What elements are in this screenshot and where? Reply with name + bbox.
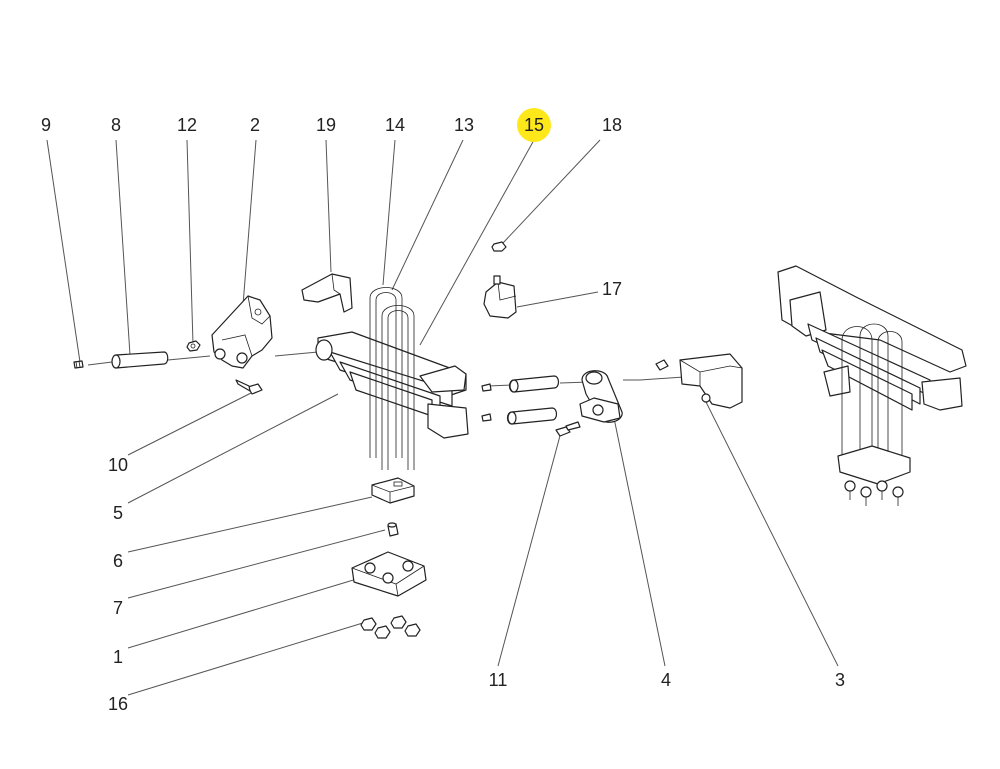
part-6-spacer	[371, 477, 415, 504]
callout-9[interactable]: 9	[41, 115, 51, 135]
leader-lines	[46, 139, 839, 696]
callout-highlight	[517, 108, 551, 142]
callout-19[interactable]: 19	[316, 115, 336, 135]
part-14-u-bolt	[369, 287, 403, 458]
callout-11[interactable]: 11	[489, 670, 508, 690]
callout-14[interactable]: 14	[385, 115, 405, 135]
callout-18[interactable]: 18	[602, 115, 622, 135]
callout-15[interactable]: 15	[524, 115, 544, 135]
part-2-front-bracket	[211, 295, 273, 369]
callout-8[interactable]: 8	[111, 115, 121, 135]
part-13-u-bolt	[381, 305, 415, 470]
part-9-bolt	[73, 360, 84, 369]
part-5-leaf-spring	[315, 331, 469, 439]
part-19-wedge	[301, 273, 353, 313]
callout-2[interactable]: 2	[250, 115, 260, 135]
callout-12[interactable]: 12	[177, 115, 197, 135]
callout-5[interactable]: 5	[113, 503, 123, 523]
callout-1[interactable]: 1	[113, 647, 123, 667]
callout-3[interactable]: 3	[835, 670, 845, 690]
part-15-bushings	[481, 375, 560, 425]
part-7-pin	[387, 522, 399, 537]
callout-10[interactable]: 10	[108, 455, 128, 475]
part-16-nuts	[360, 615, 421, 639]
part-10-bolt	[235, 379, 263, 395]
part-17-bump-stop	[483, 275, 517, 319]
part-1-clamp-plate	[351, 551, 427, 597]
part-3-rear-hanger	[655, 353, 743, 409]
part-11-bolt	[555, 421, 581, 437]
callout-4[interactable]: 4	[661, 670, 671, 690]
callout-17[interactable]: 17	[602, 279, 622, 299]
part-4-shackle	[579, 370, 623, 423]
part-8-bushing	[111, 351, 169, 369]
callout-6[interactable]: 6	[113, 551, 123, 571]
part-18-nut	[491, 241, 507, 252]
callout-labels: 9 8 12 2 19 14 13 15 18 17 10 5 6 7 1 16…	[41, 115, 845, 714]
callout-16[interactable]: 16	[108, 694, 128, 714]
part-12-nut	[186, 340, 201, 352]
assembled-suspension-view	[777, 265, 967, 506]
callout-7[interactable]: 7	[113, 598, 123, 618]
callout-13[interactable]: 13	[454, 115, 474, 135]
